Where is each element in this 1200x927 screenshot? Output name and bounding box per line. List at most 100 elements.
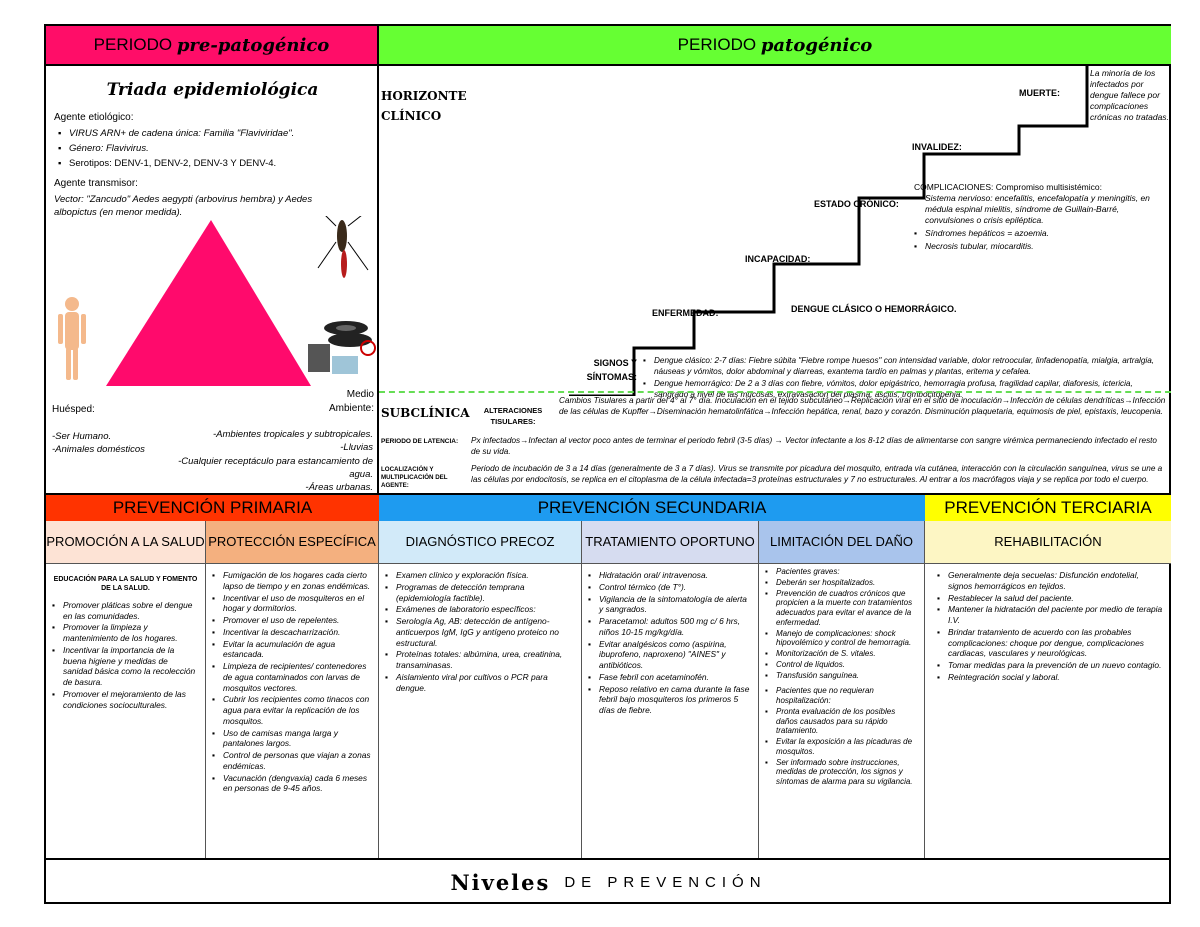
transmitter-title: Agente transmisor:	[54, 178, 138, 189]
diag-item: Examen clínico y exploración física.	[385, 570, 575, 581]
mosquito-icon	[317, 216, 369, 278]
agent-list: VIRUS ARN+ de cadena única: Familia "Fla…	[58, 128, 373, 172]
disease-label: ENFERMEDAD:	[652, 308, 719, 318]
limit-item: Ser informado sobre instrucciones, medid…	[765, 758, 918, 787]
limit-item: Prevención de cuadros crónicos que propi…	[765, 589, 918, 628]
chronic-label: ESTADO CRÓNICO:	[814, 199, 899, 209]
protect-item: Uso de camisas manga larga y pantalones …	[212, 728, 372, 750]
dengue-natural-history-chart: PERIODO pre-patogénico PERIODO patogénic…	[44, 24, 1171, 904]
header-pat-label: PERIODO	[677, 35, 757, 54]
protect-item: Incentivar la descacharrización.	[212, 627, 372, 638]
col-promotion: EDUCACIÓN PARA LA SALUD Y FOMENTO DE LA …	[46, 564, 206, 858]
complication-item: Necrosis tubular, miocarditis.	[914, 241, 1169, 252]
rehab-list: Generalmente deja secuelas: Disfunción e…	[937, 570, 1165, 683]
sub-rehabilitation: REHABILITACIÓN	[925, 521, 1171, 563]
env-label: Medio Ambiente:	[328, 389, 374, 414]
sub-promotion: PROMOCIÓN A LA SALUD	[46, 521, 206, 563]
complications-title: COMPLICACIONES: Compromiso multisistémic…	[914, 182, 1102, 192]
protect-item: Promover el uso de repelentes.	[212, 615, 372, 626]
col-protection: Fumigación de los hogares cada cierto la…	[206, 564, 379, 858]
primary-header: PREVENCIÓN PRIMARIA	[46, 495, 379, 521]
triad-triangle	[58, 216, 376, 386]
tertiary-header: PREVENCIÓN TERCIARIA	[925, 495, 1171, 521]
promo-item: Promover pláticas sobre el dengue en las…	[52, 600, 199, 622]
rehab-item: Reintegración social y laboral.	[937, 672, 1165, 683]
tissue-label: ALTERACIONES TISULARES:	[483, 406, 543, 426]
clinical-horizon-title: HORIZONTE CLÍNICO	[381, 89, 467, 124]
promo-item: Promover la limpieza y mantenimiento de …	[52, 622, 199, 644]
complications-list: Sistema nervioso: encefalitis, encefalop…	[914, 193, 1169, 252]
sub-treatment: TRATAMIENTO OPORTUNO	[582, 521, 759, 563]
diag-item: Proteínas totales: albúmina, urea, creat…	[385, 649, 575, 671]
rehab-item: Tomar medidas para la prevención de un n…	[937, 660, 1165, 671]
sub-diagnosis: DIAGNÓSTICO PRECOZ	[379, 521, 582, 563]
host-label: Huésped:	[52, 404, 95, 415]
promo-item: Promover el mejoramiento de las condicio…	[52, 689, 199, 711]
limit-item: Monitorización de S. vitales.	[765, 649, 918, 659]
location-text: Periodo de incubación de 3 a 14 días (ge…	[471, 464, 1163, 484]
triangle-shape	[106, 220, 311, 386]
rehab-item: Restablecer la salud del paciente.	[937, 593, 1165, 604]
promo-title: EDUCACIÓN PARA LA SALUD Y FOMENTO DE LA …	[53, 576, 198, 592]
header-pre-pathogenic: PERIODO pre-patogénico	[46, 26, 379, 66]
env-item: -Lluvias	[340, 442, 373, 454]
protect-item: Cubrir los recipientes como tinacos con …	[212, 694, 372, 726]
col-limitation: Pacientes graves: Deberán ser hospitaliz…	[759, 564, 925, 858]
agent-item: Serotipos: DENV-1, DENV-2, DENV-3 Y DENV…	[58, 158, 373, 171]
signs-list: Dengue clásico: 2-7 días: Fiebre súbita …	[643, 356, 1167, 403]
promo-item: Incentivar la importancia de la buena hi…	[52, 645, 199, 688]
header-pre-label: PERIODO	[93, 35, 173, 54]
agent-item: VIRUS ARN+ de cadena única: Familia "Fla…	[58, 128, 373, 141]
sub-limitation: LIMITACIÓN DEL DAÑO	[759, 521, 925, 563]
location-label: LOCALIZACIÓN Y MULTIPLICACIÓN DEL AGENTE…	[381, 466, 448, 490]
subclinical-title: SUBCLÍNICA	[381, 406, 470, 420]
tissue-text: Cambios Tisulares a partir del 4° al 7° …	[559, 396, 1166, 416]
env-item: -Áreas urbanas.	[305, 482, 373, 494]
protect-list: Fumigación de los hogares cada cierto la…	[212, 570, 372, 794]
env-item: -Ambientes tropicales y subtropicales.	[213, 429, 373, 440]
transmitter-text: Vector: "Zancudo" Aedes aegypti (arbovir…	[54, 194, 313, 218]
protect-item: Evitar la acumulación de agua estancada.	[212, 639, 372, 661]
environment-icon	[308, 321, 376, 374]
header-pathogenic: PERIODO patogénico	[379, 26, 1171, 66]
agent-item: Género: Flavivirus.	[58, 143, 373, 156]
complication-item: Síndromes hepáticos = azoemia.	[914, 228, 1169, 239]
death-text: La minoría de los infectados por dengue …	[1090, 68, 1169, 123]
limit-item: Transfusión sanguínea.	[765, 671, 918, 681]
rehab-item: Brindar tratamiento de acuerdo con las p…	[937, 627, 1165, 659]
prevention-sub-row: PROMOCIÓN A LA SALUD PROTECCIÓN ESPECÍFI…	[46, 521, 1171, 563]
treat-item: Reposo relativo en cama durante la fase …	[588, 684, 752, 716]
protect-item: Fumigación de los hogares cada cierto la…	[212, 570, 372, 592]
human-icon	[58, 297, 86, 380]
complication-item: Sistema nervioso: encefalitis, encefalop…	[914, 193, 1169, 226]
diag-item: Serología Ag, AB: detección de antígeno-…	[385, 616, 575, 648]
env-item: -Cualquier receptáculo para estancamient…	[178, 455, 373, 480]
col-rehabilitation: Generalmente deja secuelas: Disfunción e…	[925, 564, 1171, 858]
triad-panel: Triada epidemiológica Agente etiológico:…	[46, 66, 379, 493]
secondary-header: PREVENCIÓN SECUNDARIA	[379, 495, 925, 521]
prevention-header-row: PREVENCIÓN PRIMARIA PREVENCIÓN SECUNDARI…	[46, 493, 1171, 521]
rehab-item: Generalmente deja secuelas: Disfunción e…	[937, 570, 1165, 592]
invalidity-label: INVALIDEZ:	[912, 142, 962, 152]
treat-item: Control térmico (de T°).	[588, 582, 752, 593]
diag-item: Programas de detección temprana (epidemi…	[385, 582, 575, 604]
footer: Niveles DE PREVENCIÓN	[46, 858, 1171, 904]
diag-list: Examen clínico y exploración física. Pro…	[385, 570, 575, 693]
treat-item: Fase febril con acetaminofén.	[588, 672, 752, 683]
footer-script: Niveles	[450, 869, 551, 895]
diag-item: Exámenes de laboratorio específicos:	[385, 604, 575, 615]
header-pre-script: pre-patogénico	[176, 34, 330, 56]
clinical-panel: HORIZONTE CLÍNICO MUERTE: La minoría de …	[379, 66, 1171, 493]
staircase-line	[569, 66, 1089, 396]
diag-item: Aislamiento viral por cultivos o PCR par…	[385, 672, 575, 694]
limit-item: Deberán ser hospitalizados.	[765, 578, 918, 588]
footer-text: DE PREVENCIÓN	[564, 873, 767, 891]
death-label: MUERTE:	[1019, 88, 1060, 98]
clinical-staircase	[569, 66, 1089, 396]
prevention-content-row: EDUCACIÓN PARA LA SALUD Y FOMENTO DE LA …	[46, 563, 1171, 858]
col-diagnosis: Examen clínico y exploración física. Pro…	[379, 564, 582, 858]
limit-item: Evitar la exposición a las picaduras de …	[765, 737, 918, 757]
triad-title: Triada epidemiológica	[106, 80, 319, 100]
header-pat-script: patogénico	[760, 34, 873, 56]
protect-item: Incentivar el uso de mosquiteros en el h…	[212, 593, 372, 615]
